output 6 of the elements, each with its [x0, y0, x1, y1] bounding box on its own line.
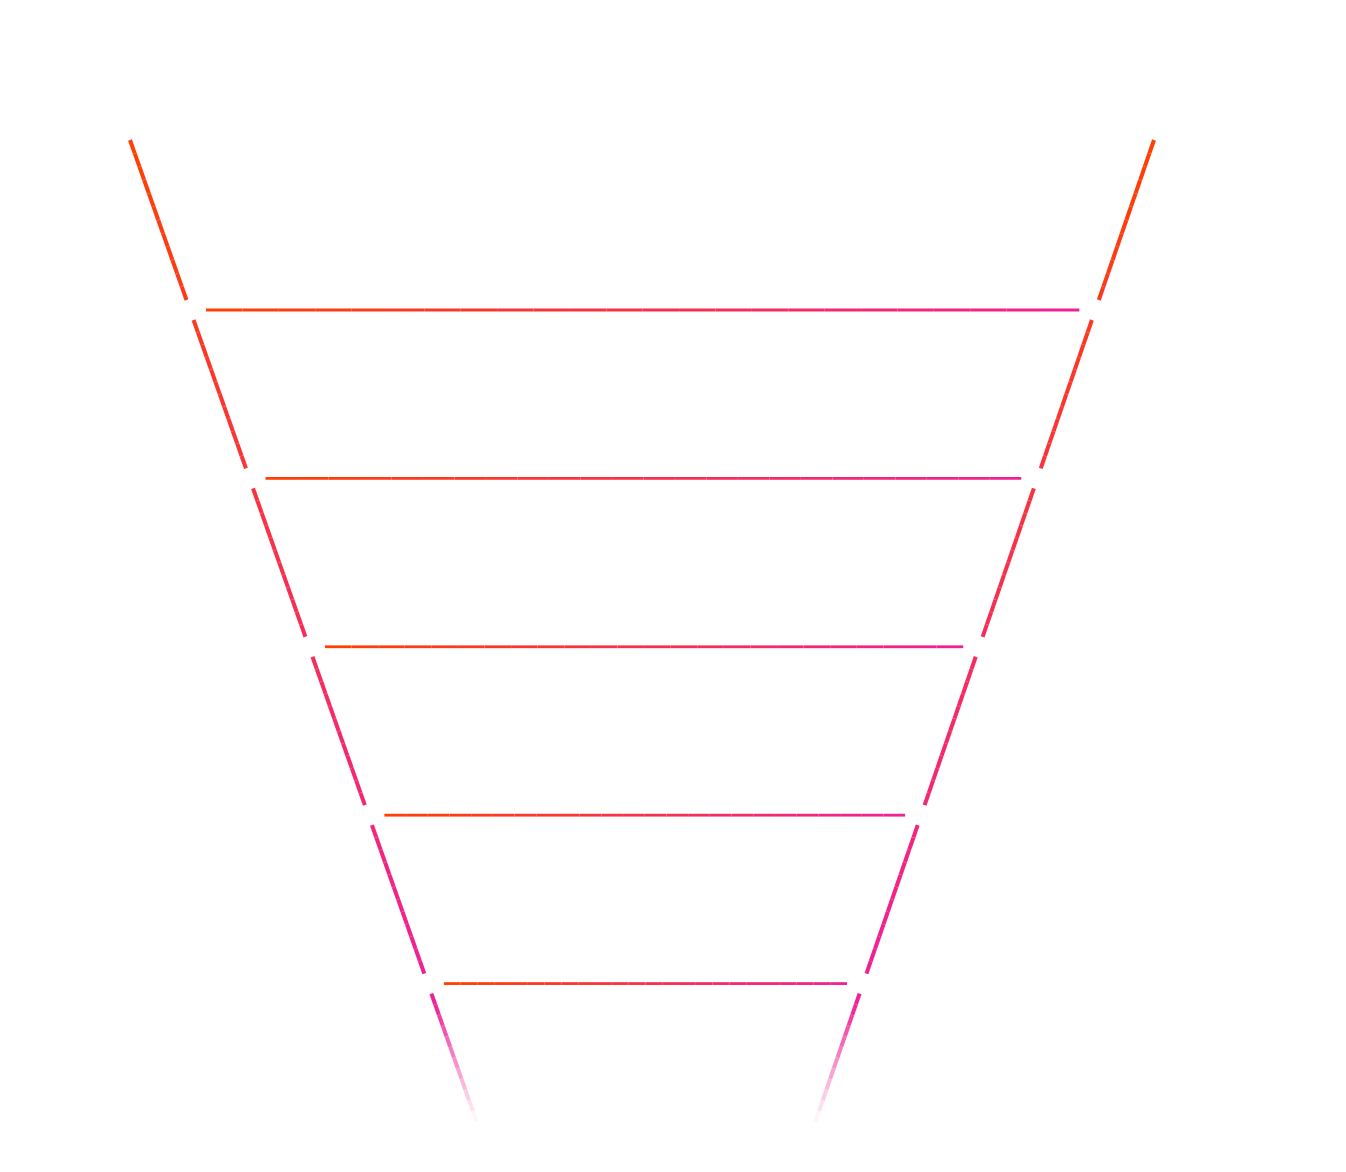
funnel-band	[128, 139, 1156, 301]
funnel-band	[370, 813, 920, 975]
funnel-band	[191, 308, 1094, 470]
funnel-band	[310, 645, 978, 806]
funnel-band	[429, 982, 862, 1123]
funnel-band	[251, 477, 1036, 638]
